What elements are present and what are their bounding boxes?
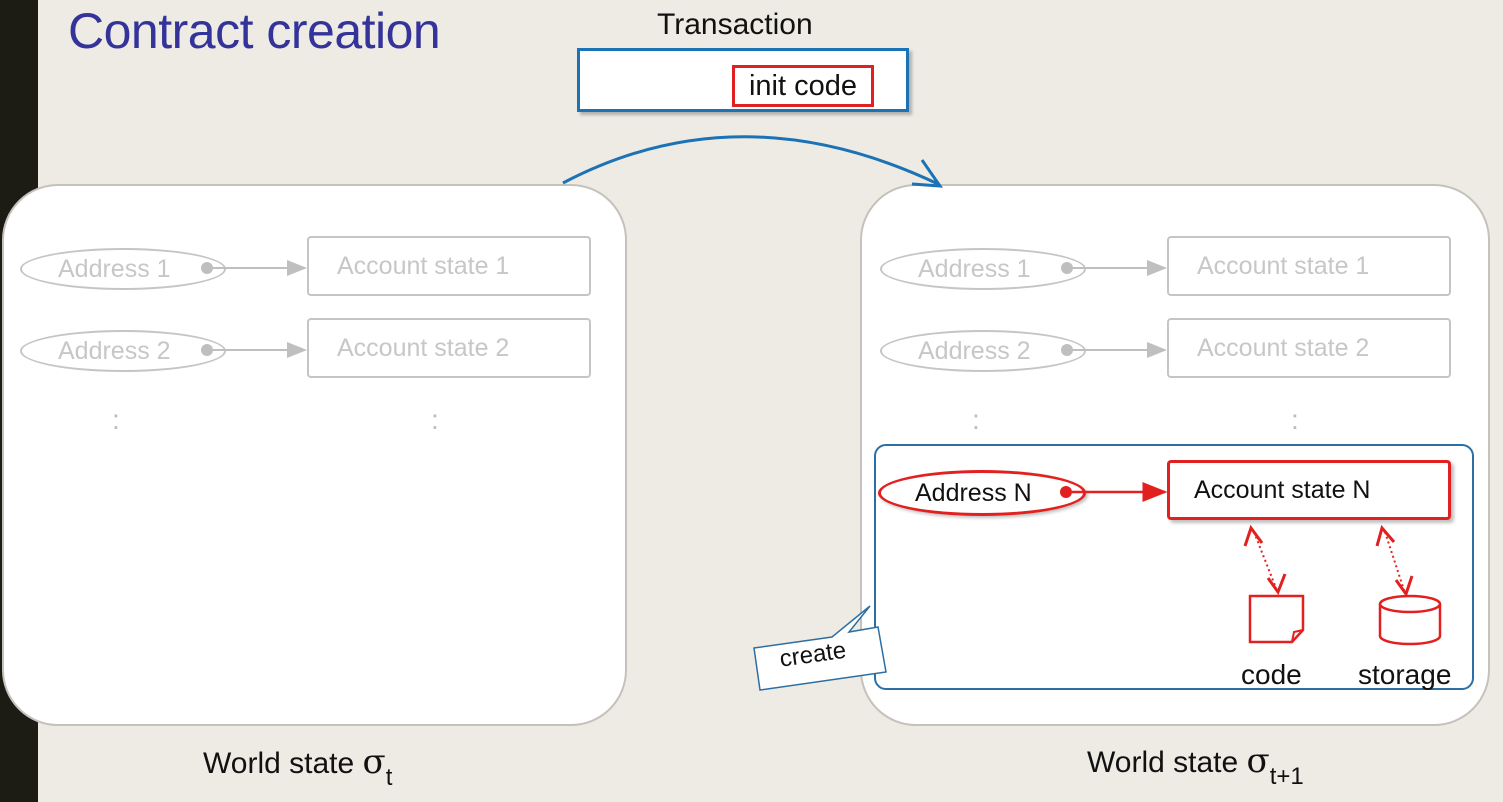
caption-text: World state: [203, 747, 355, 780]
world-state-t1-caption: World state σt+1: [1087, 741, 1304, 790]
ellipsis-dots: :: [1291, 404, 1299, 435]
storage-database-icon: [1378, 594, 1442, 646]
code-label: code: [1241, 659, 1302, 690]
account-state-box: Account state 1: [1167, 236, 1451, 296]
address-ellipse: Address 1: [880, 248, 1086, 290]
caption-subscript: t+1: [1269, 763, 1304, 790]
ellipsis-dots: :: [972, 404, 980, 435]
caption-subscript: t: [385, 764, 393, 791]
address-ellipse: Address 2: [880, 330, 1086, 372]
account-state-box: Account state 1: [307, 236, 591, 296]
ellipsis-dots: :: [431, 404, 439, 435]
sigma-symbol: σ: [1246, 741, 1270, 781]
address-n-ellipse: Address N: [878, 470, 1086, 516]
caption-text: World state: [1087, 746, 1239, 779]
transition-arrow-head: [911, 159, 944, 188]
transaction-label: Transaction: [657, 8, 813, 41]
account-state-n-box: Account state N: [1167, 460, 1451, 520]
slide-title: Contract creation: [68, 3, 441, 59]
code-document-icon: [1248, 594, 1305, 644]
init-code-box: init code: [732, 65, 874, 107]
address-n-pointer-dot: [1060, 486, 1072, 498]
storage-label: storage: [1358, 659, 1452, 690]
code-link-arrow: [1243, 524, 1287, 596]
created-account-region: [874, 444, 1474, 690]
ellipsis-dots: :: [112, 404, 120, 435]
address-ellipse: Address 1: [20, 248, 226, 290]
create-callout: [753, 605, 887, 691]
transaction-box: init code: [577, 48, 909, 112]
storage-link-arrow: [1375, 524, 1414, 598]
transition-arrow: [562, 135, 939, 186]
account-state-box: Account state 2: [307, 318, 591, 378]
sigma-symbol: σ: [362, 742, 386, 782]
world-state-t-caption: World state σt: [203, 742, 392, 791]
account-state-box: Account state 2: [1167, 318, 1451, 378]
